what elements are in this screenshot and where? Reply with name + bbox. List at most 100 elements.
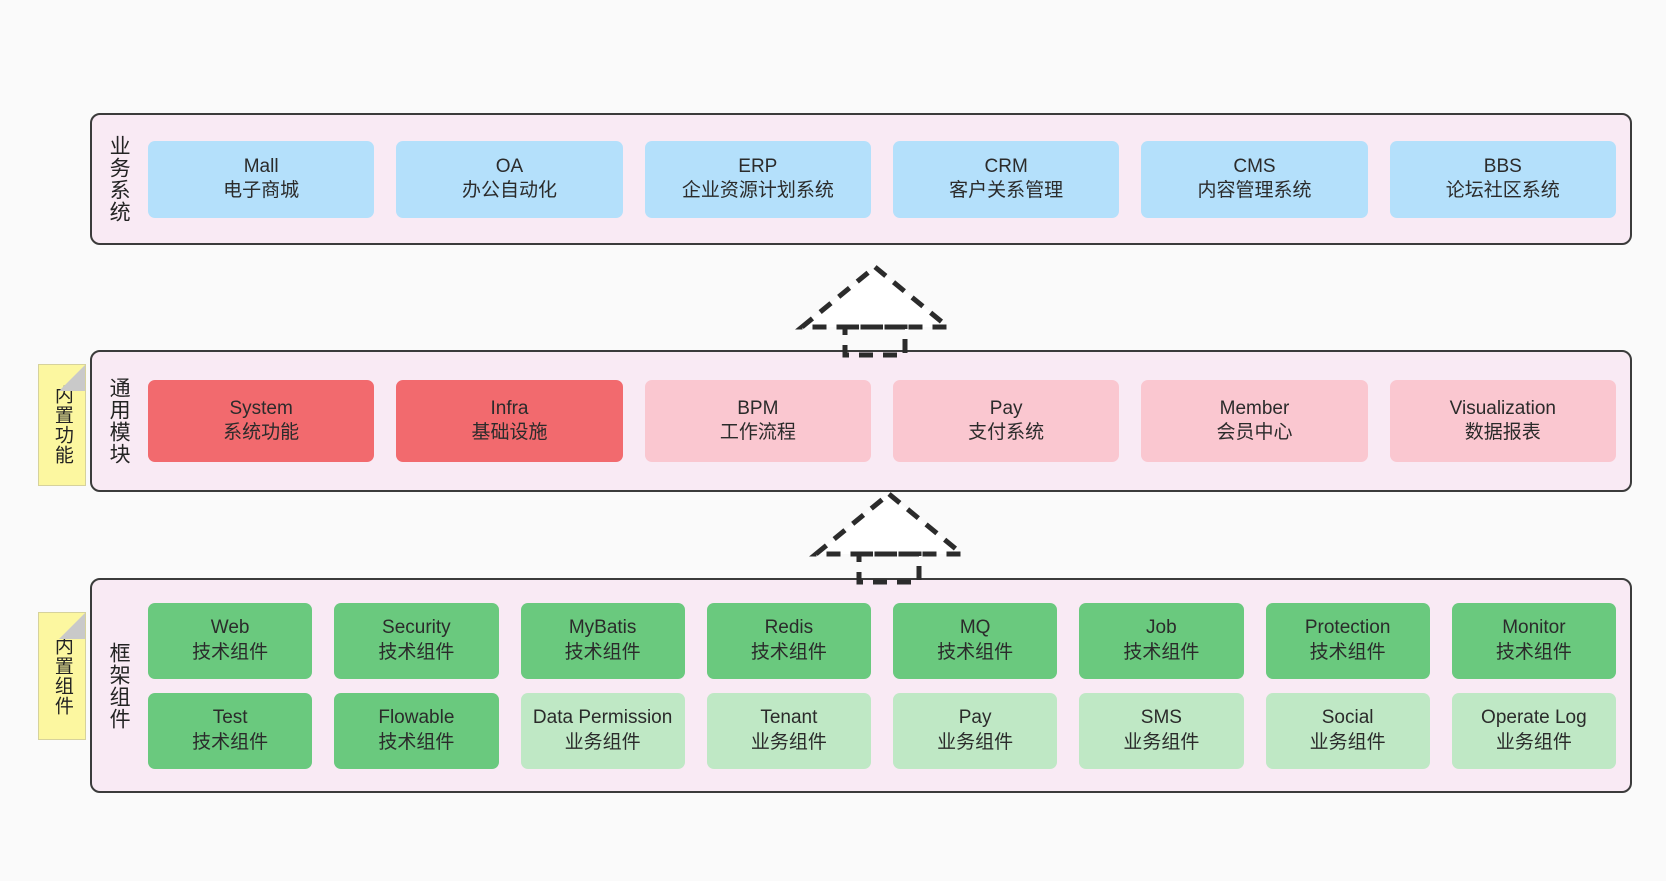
node-security-cn: 技术组件 <box>378 641 455 663</box>
node-mq-en: MQ <box>959 617 991 639</box>
node-flowable-cn: 技术组件 <box>378 731 455 753</box>
note-builtin-features: 内置功能 <box>38 364 86 486</box>
node-pay-component-en: Pay <box>958 707 992 729</box>
node-social-cn: 业务组件 <box>1309 731 1386 753</box>
node-erp-cn: 企业资源计划系统 <box>681 180 834 201</box>
layer-business-systems-title: 业务系统 <box>107 135 131 223</box>
node-visualization-cn: 数据报表 <box>1464 422 1541 443</box>
node-monitor-en: Monitor <box>1502 617 1566 639</box>
node-operate-log[interactable]: Operate Log 业务组件 <box>1451 692 1616 769</box>
connector-build-arrow <box>795 263 955 358</box>
node-erp[interactable]: ERP 企业资源计划系统 <box>644 140 871 218</box>
node-redis[interactable]: Redis 技术组件 <box>706 602 871 679</box>
node-sms[interactable]: SMS 业务组件 <box>1079 692 1244 769</box>
node-erp-en: ERP <box>738 155 778 177</box>
node-oa-cn: 办公自动化 <box>461 180 557 201</box>
node-protection[interactable]: Protection 技术组件 <box>1265 602 1430 679</box>
node-redis-en: Redis <box>764 617 814 639</box>
node-tenant-cn: 业务组件 <box>750 731 827 753</box>
node-bpm-cn: 工作流程 <box>719 422 796 443</box>
node-tenant[interactable]: Tenant 业务组件 <box>706 692 871 769</box>
node-cms[interactable]: CMS 内容管理系统 <box>1141 140 1368 218</box>
node-bbs-cn: 论坛社区系统 <box>1445 180 1560 201</box>
node-data-permission[interactable]: Data Permission 业务组件 <box>520 692 685 769</box>
node-mybatis-en: MyBatis <box>568 617 637 639</box>
node-system[interactable]: System 系统功能 <box>148 380 375 462</box>
framework-tech-row: Web 技术组件 Security 技术组件 MyBatis 技术组件 Redi… <box>148 602 1616 679</box>
node-security[interactable]: Security 技术组件 <box>334 602 499 679</box>
node-pay-module-cn: 支付系统 <box>968 422 1045 443</box>
node-mall[interactable]: Mall 电子商城 <box>148 140 375 218</box>
node-security-en: Security <box>382 617 451 639</box>
node-sms-en: SMS <box>1140 707 1182 729</box>
node-test-en: Test <box>212 707 248 729</box>
node-bbs-en: BBS <box>1483 155 1522 177</box>
node-operate-log-en: Operate Log <box>1481 707 1587 729</box>
node-pay-module-en: Pay <box>989 397 1023 419</box>
node-pay-component[interactable]: Pay 业务组件 <box>893 692 1058 769</box>
node-data-permission-en: Data Permission <box>532 707 673 729</box>
node-protection-en: Protection <box>1304 617 1391 639</box>
node-bpm-en: BPM <box>737 397 779 419</box>
node-test-cn: 技术组件 <box>192 731 269 753</box>
node-visualization-en: Visualization <box>1449 397 1556 419</box>
node-crm[interactable]: CRM 客户关系管理 <box>892 140 1120 218</box>
layer-business-systems-body: Mall 电子商城 OA 办公自动化 ERP 企业资源计划系统 CRM 客户关系… <box>144 115 1630 243</box>
layer-common-modules: 通用模块 System 系统功能 Infra 基础设施 BPM 工作流程 Pay… <box>90 350 1632 492</box>
node-redis-cn: 技术组件 <box>750 641 827 663</box>
node-social-en: Social <box>1321 707 1374 729</box>
node-test[interactable]: Test 技术组件 <box>148 692 313 769</box>
layer-common-modules-body: System 系统功能 Infra 基础设施 BPM 工作流程 Pay 支付系统… <box>144 352 1630 490</box>
node-cms-en: CMS <box>1233 155 1276 177</box>
node-job-en: Job <box>1146 617 1177 639</box>
node-crm-cn: 客户关系管理 <box>949 180 1064 201</box>
node-operate-log-cn: 业务组件 <box>1495 731 1572 753</box>
node-crm-en: CRM <box>984 155 1028 177</box>
node-system-cn: 系统功能 <box>223 422 300 443</box>
node-pay-component-cn: 业务组件 <box>937 731 1014 753</box>
node-oa-en: OA <box>495 155 524 177</box>
node-infra[interactable]: Infra 基础设施 <box>396 380 623 462</box>
node-sms-cn: 业务组件 <box>1123 731 1200 753</box>
node-infra-en: Infra <box>490 397 529 419</box>
node-oa[interactable]: OA 办公自动化 <box>396 140 623 218</box>
node-monitor[interactable]: Monitor 技术组件 <box>1451 602 1616 679</box>
node-web-cn: 技术组件 <box>192 641 269 663</box>
node-infra-cn: 基础设施 <box>471 422 548 443</box>
node-mq-cn: 技术组件 <box>937 641 1014 663</box>
node-flowable-en: Flowable <box>378 707 455 729</box>
node-bbs[interactable]: BBS 论坛社区系统 <box>1389 140 1616 218</box>
node-member-en: Member <box>1219 397 1290 419</box>
node-data-permission-cn: 业务组件 <box>564 731 641 753</box>
node-member-cn: 会员中心 <box>1216 422 1293 443</box>
node-bpm[interactable]: BPM 工作流程 <box>644 380 871 462</box>
node-mall-en: Mall <box>243 155 279 177</box>
layer-framework-components-title: 框架组件 <box>107 641 131 730</box>
node-tenant-en: Tenant <box>760 707 818 729</box>
layer-business-systems: 业务系统 Mall 电子商城 OA 办公自动化 ERP 企业资源计划系统 CRM… <box>90 113 1632 245</box>
node-job-cn: 技术组件 <box>1123 641 1200 663</box>
node-protection-cn: 技术组件 <box>1309 641 1386 663</box>
node-cms-cn: 内容管理系统 <box>1197 180 1312 201</box>
node-system-en: System <box>229 397 293 419</box>
node-social[interactable]: Social 业务组件 <box>1265 692 1430 769</box>
node-monitor-cn: 技术组件 <box>1495 641 1572 663</box>
note-builtin-components: 内置组件 <box>38 612 86 740</box>
node-pay-module[interactable]: Pay 支付系统 <box>892 380 1120 462</box>
node-mybatis[interactable]: MyBatis 技术组件 <box>520 602 685 679</box>
node-flowable[interactable]: Flowable 技术组件 <box>334 692 499 769</box>
node-job[interactable]: Job 技术组件 <box>1079 602 1244 679</box>
node-member[interactable]: Member 会员中心 <box>1141 380 1368 462</box>
node-mall-cn: 电子商城 <box>223 180 300 201</box>
connector-implement-arrow <box>809 490 969 585</box>
framework-business-row: Test 技术组件 Flowable 技术组件 Data Permission … <box>148 692 1616 769</box>
common-modules-row: System 系统功能 Infra 基础设施 BPM 工作流程 Pay 支付系统… <box>148 380 1616 462</box>
business-systems-row: Mall 电子商城 OA 办公自动化 ERP 企业资源计划系统 CRM 客户关系… <box>148 140 1616 218</box>
node-web-en: Web <box>210 617 250 639</box>
node-web[interactable]: Web 技术组件 <box>148 602 313 679</box>
layer-framework-components: 框架组件 Web 技术组件 Security 技术组件 MyBatis 技术组件… <box>90 578 1632 793</box>
node-visualization[interactable]: Visualization 数据报表 <box>1389 380 1616 462</box>
layer-common-modules-title: 通用模块 <box>107 377 131 465</box>
node-mq[interactable]: MQ 技术组件 <box>893 602 1058 679</box>
